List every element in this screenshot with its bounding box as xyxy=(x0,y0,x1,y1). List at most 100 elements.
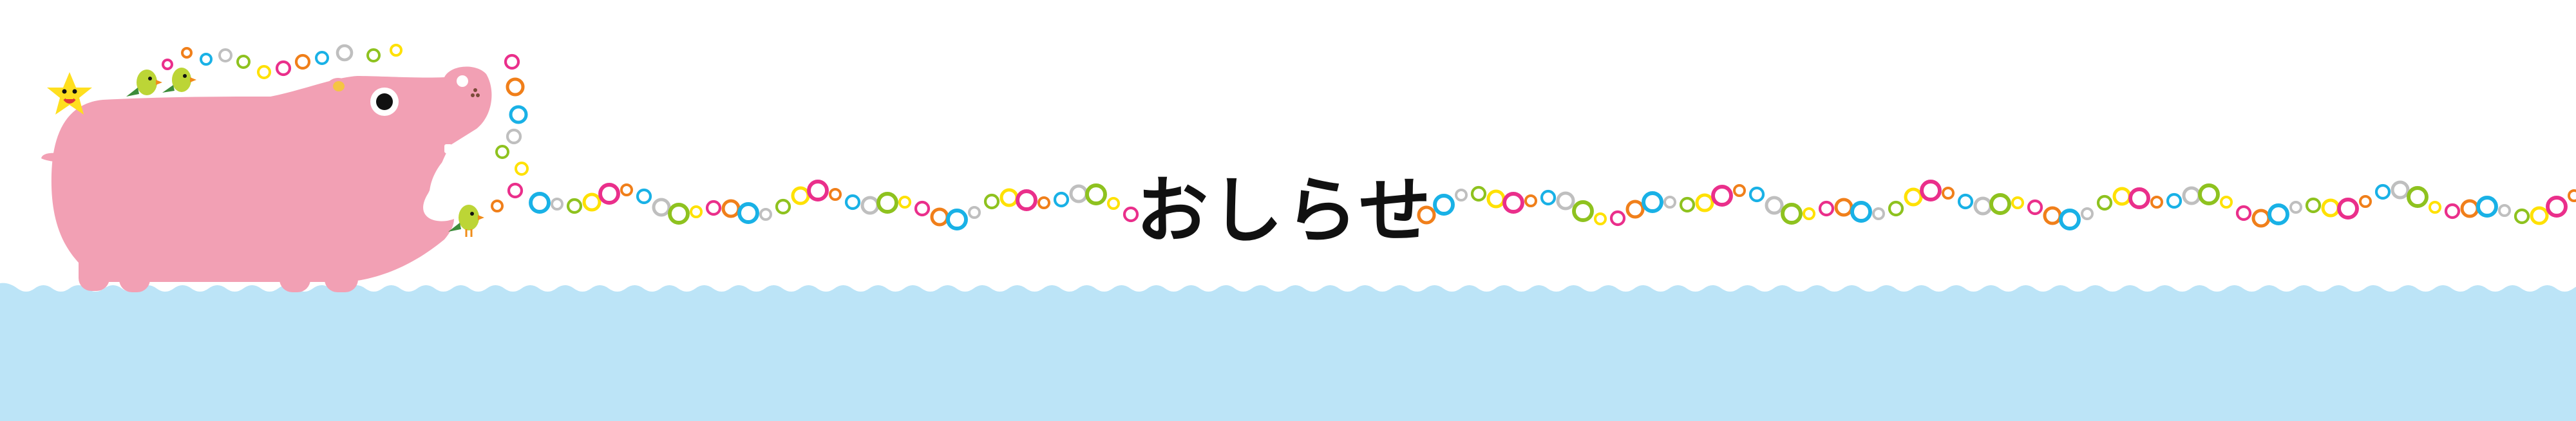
bubble-icon xyxy=(2289,201,2302,214)
bubble-icon xyxy=(1904,187,1923,207)
bubble-icon xyxy=(1433,194,1455,216)
bubble-icon xyxy=(2321,198,2340,218)
bubble-icon xyxy=(2027,199,2043,216)
bubble-icon xyxy=(1695,193,1714,212)
bubble-icon xyxy=(504,53,520,70)
bubble-icon xyxy=(2150,196,2163,209)
bubble-icon xyxy=(1107,197,1120,210)
bird-icon xyxy=(126,70,162,97)
bubble-icon xyxy=(1642,191,1663,213)
bubble-icon xyxy=(218,48,232,62)
bubble-icon xyxy=(620,183,633,196)
bubble-icon xyxy=(860,196,880,215)
bubble-icon xyxy=(2011,196,2024,209)
wave-water xyxy=(0,283,2576,421)
bubble-icon xyxy=(1942,187,1955,200)
bubble-icon xyxy=(2460,199,2479,218)
bubble-icon xyxy=(1122,206,1139,223)
bubble-icon xyxy=(2182,186,2201,205)
bubble-icon xyxy=(983,193,1000,210)
bubble-icon xyxy=(2391,180,2410,200)
bubble-icon xyxy=(200,53,213,66)
bubble-icon xyxy=(2112,187,2132,206)
bubble-icon xyxy=(2407,186,2429,208)
bubble-icon xyxy=(2166,192,2183,209)
bubble-icon xyxy=(1053,191,1070,208)
bubble-icon xyxy=(1502,192,1524,214)
bubble-icon xyxy=(2059,209,2081,230)
bubble-icon xyxy=(829,188,842,201)
bubble-icon xyxy=(1625,200,1645,219)
hippo-icon xyxy=(41,66,492,292)
bubble-icon xyxy=(1663,196,1676,209)
bubble-icon xyxy=(2429,201,2441,214)
bubble-icon xyxy=(652,198,671,217)
bubble-icon xyxy=(336,44,354,62)
bubble-icon xyxy=(2337,198,2359,220)
bubble-trail xyxy=(162,44,2576,230)
bubble-icon xyxy=(2498,204,2511,217)
bubble-icon xyxy=(257,65,271,79)
bubble-icon xyxy=(1781,203,1803,225)
bubble-icon xyxy=(236,55,251,69)
bubble-icon xyxy=(551,198,564,210)
bubble-icon xyxy=(506,77,525,97)
bubble-icon xyxy=(690,205,703,218)
bubble-icon xyxy=(1888,200,1904,217)
bubble-icon xyxy=(2043,206,2062,225)
bubble-icon xyxy=(1417,205,1436,225)
bubble-icon xyxy=(705,200,722,216)
bubble-icon xyxy=(315,51,329,65)
bubble-icon xyxy=(1572,200,1594,222)
bubble-icon xyxy=(1556,191,1575,210)
bubble-icon xyxy=(930,207,949,227)
bubble-icon xyxy=(968,206,981,219)
bubble-icon xyxy=(759,208,772,221)
bubble-icon xyxy=(1455,189,1468,201)
bubble-icon xyxy=(1540,189,1557,206)
bubble-icon xyxy=(1609,210,1626,227)
bubble-icon xyxy=(1016,189,1037,211)
bubble-icon xyxy=(1920,180,1942,201)
bubble-icon xyxy=(2530,206,2549,225)
bubble-icon xyxy=(566,198,583,214)
bubble-icon xyxy=(582,192,601,212)
bubble-icon xyxy=(2235,205,2252,221)
bubble-icon xyxy=(2268,203,2289,225)
bubble-icon xyxy=(1872,207,1885,220)
bubble-icon xyxy=(807,180,829,201)
bubble-icon xyxy=(1834,198,1853,217)
bubble-icon xyxy=(1069,184,1088,203)
bubble-icon xyxy=(1973,196,1993,216)
bubble-icon xyxy=(1470,185,1487,202)
bubble-icon xyxy=(598,183,620,205)
bubble-icon xyxy=(668,203,690,225)
bubble-icon xyxy=(275,60,292,77)
bubble-icon xyxy=(2096,194,2113,211)
bubble-icon xyxy=(181,47,193,59)
bird-icon xyxy=(448,205,484,237)
bubble-icon xyxy=(162,59,173,70)
bubble-icon xyxy=(1711,185,1733,207)
bubble-icon xyxy=(491,200,504,212)
bubble-icon xyxy=(390,44,402,57)
bubble-icon xyxy=(999,188,1019,207)
bubble-icon xyxy=(1748,186,1765,203)
bubble-icon xyxy=(1818,200,1835,217)
bubble-icon xyxy=(529,192,551,214)
bird-icon xyxy=(162,68,196,93)
bubble-icon xyxy=(1733,184,1746,197)
banner-title: おしらせ xyxy=(1136,169,1434,253)
bubble-icon xyxy=(507,182,524,199)
bubble-icon xyxy=(1524,194,1537,207)
bubble-icon xyxy=(2514,208,2530,225)
bubble-icon xyxy=(2251,209,2271,228)
bubble-icon xyxy=(2305,197,2322,214)
bubble-icon xyxy=(1486,189,1506,209)
bubble-icon xyxy=(898,196,911,209)
bubble-icon xyxy=(1957,193,1974,210)
bubble-icon xyxy=(2568,189,2576,202)
bubble-icon xyxy=(1679,196,1696,213)
bubble-icon xyxy=(1765,196,1784,215)
